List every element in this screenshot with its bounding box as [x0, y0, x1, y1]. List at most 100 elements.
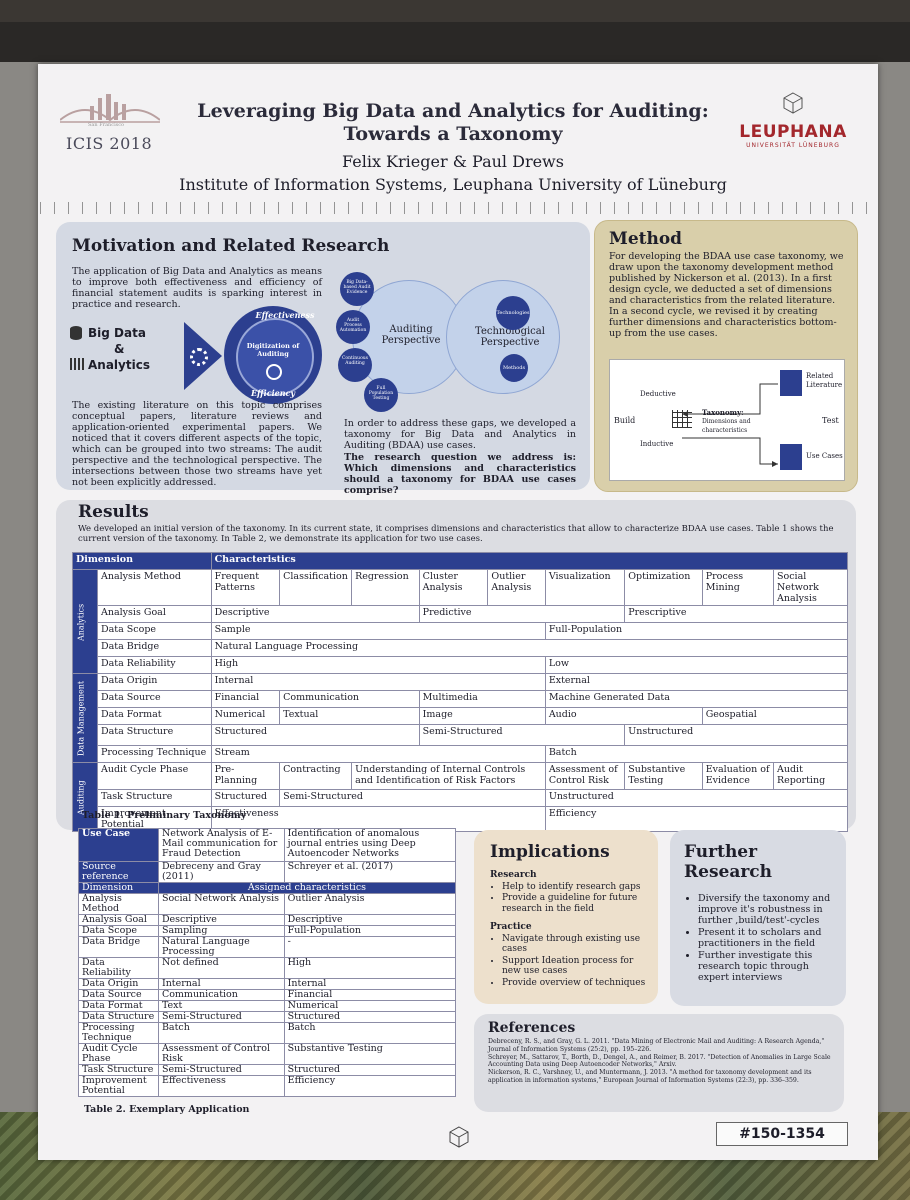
value-cell: Batch — [283, 1022, 457, 1044]
char-cell: Prescriptive — [624, 605, 848, 623]
char-cell: Audit Reporting — [772, 762, 849, 790]
value-cell: Social Network Analysis — [157, 893, 285, 915]
char-cell: Classification — [279, 569, 353, 606]
char-cell: Machine Generated Data — [544, 690, 849, 708]
value-cell: Effectiveness — [157, 1075, 285, 1097]
dim-cell: Data Reliability — [97, 656, 212, 674]
analytics-label: Analytics — [88, 358, 150, 372]
taxonomy-header-row: Dimension Characteristics — [72, 552, 849, 570]
audit-evidence-label: Big Data-based Audit Evidence — [343, 280, 371, 295]
dim-cell: Data Structure — [78, 1011, 159, 1023]
value-cell: Text — [157, 1000, 285, 1012]
further-list: Diversify the taxonomy and improve it's … — [686, 892, 838, 984]
char-cell: Semi-Structured — [279, 789, 546, 807]
taxonomy-sub-label: Dimensions and characteristics — [702, 418, 751, 434]
poster-title: Leveraging Big Data and Analytics for Au… — [178, 100, 728, 146]
value-cell: Numerical — [283, 1000, 457, 1012]
dim-cell: Data Format — [97, 707, 212, 725]
reference-item: Debreceny, R. S., and Gray, G. L. 2011. … — [488, 1038, 825, 1053]
further-heading-line1: Further — [684, 842, 758, 862]
taxonomy-table: Dimension Characteristics Analytics Anal… — [72, 552, 849, 832]
dim-cell: Data Reliability — [78, 957, 159, 979]
methods-circle — [500, 354, 528, 382]
technological-perspective-label: Technological Perspective — [475, 326, 545, 348]
motivation-p1: The application of Big Data and Analytic… — [72, 266, 322, 310]
dim-cell: Data Bridge — [78, 936, 159, 958]
char-cell: Process Mining — [701, 569, 774, 606]
value-cell: Descriptive — [283, 914, 457, 926]
inductive-label: Inductive — [640, 440, 674, 448]
motivation-panel: Motivation and Related Research The appl… — [56, 222, 590, 496]
char-cell: Image — [418, 707, 546, 725]
dim-cell: Task Structure — [97, 789, 212, 807]
dim-cell: Data Source — [78, 989, 159, 1001]
leuphana-logo: LEUPHANA UNIVERSITÄT LÜNEBURG — [728, 92, 858, 149]
dim-cell: Audit Cycle Phase — [78, 1043, 159, 1065]
table-row: Data Format Numerical Textual Image Audi… — [73, 707, 849, 725]
research-list: Help to identify research gaps Provide a… — [490, 882, 648, 915]
char-cell: Unstructured — [624, 724, 848, 746]
table1-caption: Table 1. Preliminary Taxonomy — [82, 810, 247, 821]
table2-caption: Table 2. Exemplary Application — [84, 1104, 250, 1115]
method-text: For developing the BDAA use case taxonom… — [609, 251, 844, 339]
list-item: Further investigate this research topic … — [698, 950, 838, 983]
use-case-1: Network Analysis of E-Mail communication… — [157, 828, 285, 862]
table-row: Data Scope Sample Full-Population — [73, 622, 849, 640]
audit-evidence-circle — [340, 272, 374, 306]
char-cell: Assessment of Control Risk — [544, 762, 626, 790]
dim-cell: Data Bridge — [97, 639, 212, 657]
reference-item: Schreyer, M., Sattarov, T., Borth, D., D… — [488, 1053, 831, 1069]
related-literature-label: Related Literature — [806, 372, 843, 389]
list-item: Help to identify research gaps — [502, 882, 648, 893]
char-cell: Stream — [210, 745, 546, 763]
table-row: Source reference Debreceny and Gray (201… — [78, 861, 457, 883]
value-cell: - — [283, 936, 457, 958]
efficiency-label: Efficiency — [250, 388, 296, 398]
motivation-p2: The existing literature on this topic co… — [72, 400, 322, 488]
char-cell: Predictive — [418, 605, 626, 623]
table-row: Data Source Financial Communication Mult… — [73, 690, 849, 708]
method-diagram: Related Literature Deductive Build Taxon… — [609, 359, 845, 481]
dim-cell: Data Format — [78, 1000, 159, 1012]
char-cell: Contracting — [279, 762, 353, 790]
title-line-2: Towards a Taxonomy — [343, 123, 563, 145]
dim-cell: Audit Cycle Phase — [97, 762, 212, 790]
methods-label: Methods — [502, 365, 526, 371]
char-cell: Natural Language Processing — [210, 639, 849, 657]
implications-panel: Implications Research Help to identify r… — [474, 830, 658, 1004]
char-cell: Frequent Patterns — [210, 569, 281, 606]
group-data-management: Data Management — [72, 673, 98, 763]
test-label: Test — [822, 416, 839, 425]
char-cell: Numerical — [210, 707, 281, 725]
continuous-auditing-label: Continuous Auditing — [341, 356, 368, 366]
table-row: Data Structure Structured Semi-Structure… — [73, 724, 848, 746]
value-cell: Sampling — [157, 925, 285, 937]
dim-cell: Data Origin — [78, 978, 159, 990]
char-cell: Descriptive — [210, 605, 420, 623]
assigned-label: Assigned characteristics — [157, 882, 457, 894]
results-heading: Results — [78, 502, 149, 522]
practice-label: Practice — [490, 922, 532, 932]
deductive-label: Deductive — [640, 390, 676, 398]
further-research-panel: Further Research Diversify the taxonomy … — [670, 830, 846, 1006]
digitization-label: Digitization of Auditing — [246, 342, 300, 358]
database-icon — [70, 326, 82, 340]
use-case-2: Identification of anomalous journal entr… — [283, 828, 457, 862]
use-cases-label: Use Cases — [806, 452, 843, 460]
char-cell: Sample — [210, 622, 546, 640]
implications-heading: Implications — [490, 842, 610, 862]
build-label: Build — [614, 416, 636, 425]
dimension-header: Dimension — [72, 552, 212, 570]
table-row: Data Bridge Natural Language Processing — [73, 639, 849, 657]
method-heading: Method — [609, 229, 683, 249]
char-cell: Unstructured — [544, 789, 849, 807]
poster: San Francisco ICIS 2018 Leveraging Big D… — [38, 64, 878, 1160]
references-heading: References — [488, 1020, 576, 1036]
table-row: Data Reliability High Low — [73, 656, 849, 674]
inductive-arrow-icon — [682, 437, 778, 467]
